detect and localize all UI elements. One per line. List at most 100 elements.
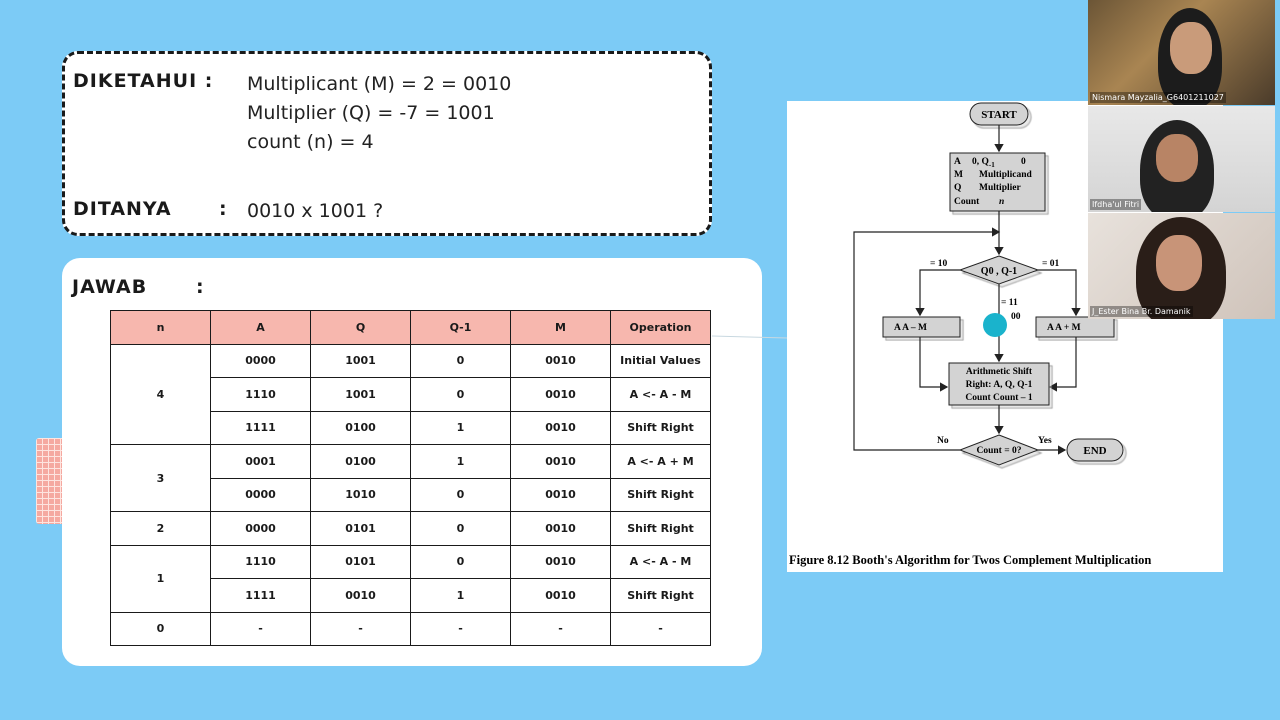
cell-a: 0001 (210, 444, 311, 479)
table-row: 2 0000 0101 0 0010 Shift Right (110, 511, 711, 546)
cell-m: 0010 (510, 410, 611, 445)
participant-video-1[interactable]: Nismara Mayzalia_G6401211027 (1088, 0, 1275, 105)
participant-face (1156, 235, 1202, 291)
table-row: 0 - - - - - (110, 611, 711, 646)
cell-a: 1110 (210, 377, 311, 412)
cell-m: 0010 (510, 511, 611, 546)
box-subtract (882, 316, 961, 338)
cell-operation: A <- A - M (610, 377, 711, 412)
box-subtract-text: A A – M (894, 323, 927, 333)
cell-operation: A <- A + M (610, 444, 711, 479)
cell-operation: A <- A - M (610, 544, 711, 579)
cell-n: 1 (110, 544, 211, 613)
branch-mid-label-2: 00 (1011, 312, 1021, 322)
end-node (1066, 438, 1124, 462)
cell-operation: Shift Right (610, 410, 711, 445)
figure-caption: Figure 8.12 Booth's Algorithm for Twos C… (789, 553, 1151, 567)
start-text: START (981, 109, 1017, 121)
shift-line-1: Arithmetic Shift (966, 367, 1033, 377)
participant-video-2[interactable]: Ifdha'ul Fitri (1088, 106, 1275, 212)
asked-label: DITANYA (73, 198, 172, 220)
asked-colon: : (219, 198, 228, 220)
known-label: DIKETAHUI : (73, 70, 214, 92)
cell-a: 0000 (210, 343, 311, 378)
cell-q: 0010 (310, 578, 411, 613)
cell-q-1: 0 (410, 377, 511, 412)
cell-a: 0000 (210, 511, 311, 546)
participant-name-1: Nismara Mayzalia_G6401211027 (1090, 92, 1226, 103)
cell-n: 2 (110, 511, 211, 546)
shift-line-3: Count Count – 1 (965, 393, 1033, 403)
known-multiplicand: Multiplicant (M) = 2 = 0010 (247, 73, 512, 95)
table-row: 1111 0010 1 0010 Shift Right (111, 578, 711, 613)
booth-table: n A Q Q-1 M Operation 4 0000 1001 0 0010… (110, 310, 711, 646)
cell-q: - (310, 611, 411, 646)
cell-q-1: 1 (410, 578, 511, 613)
box-add-text: A A + M (1047, 323, 1081, 333)
cell-q: 0100 (310, 444, 411, 479)
table-row: 3 0001 0100 1 0010 A <- A + M (110, 444, 711, 512)
asked-value: 0010 x 1001 ? (247, 200, 384, 222)
table-row: 4 0000 1001 0 0010 Initial Values (110, 343, 711, 445)
branch-mid-label: = 11 (1001, 298, 1018, 308)
cell-q-1: 0 (410, 477, 511, 512)
cell-operation: Initial Values (610, 343, 711, 378)
cell-q: 1001 (310, 343, 411, 378)
cell-n: 3 (110, 444, 211, 512)
no-label: No (937, 436, 949, 446)
cell-operation: Shift Right (610, 477, 711, 512)
cell-a: 0000 (210, 477, 311, 512)
header-a: A (210, 310, 311, 345)
cell-q-1: 0 (410, 511, 511, 546)
cell-q-1: 0 (410, 544, 511, 579)
init-box (949, 152, 1046, 212)
decision-text: Q0 , Q-1 (981, 266, 1017, 277)
cell-a: 1111 (210, 578, 311, 613)
cell-q-1: 1 (410, 444, 511, 479)
known-info-box: DIKETAHUI : Multiplicant (M) = 2 = 0010 … (62, 51, 712, 236)
shift-line-2: Right: A, Q, Q-1 (966, 380, 1033, 390)
participant-face (1156, 134, 1198, 182)
known-multiplier: Multiplier (Q) = -7 = 1001 (247, 102, 495, 124)
cell-q-1: 1 (410, 410, 511, 445)
cell-m: 0010 (510, 444, 611, 479)
cell-m: 0010 (510, 578, 611, 613)
header-q-1: Q-1 (410, 310, 511, 345)
cell-q-1: - (410, 611, 511, 646)
header-operation: Operation (610, 310, 711, 345)
table-row: 1 1110 0101 0 0010 A <- A - M (110, 544, 711, 613)
branch-right-label: = 01 (1042, 259, 1060, 269)
participant-name-3: J_Ester Bina Br. Damanik (1090, 306, 1193, 317)
cell-n: 0 (110, 611, 211, 646)
cell-operation: Shift Right (610, 578, 711, 613)
connector-line (712, 335, 789, 339)
cell-q: 1001 (310, 377, 411, 412)
init-line-1: A 0, Q-1 0 (954, 157, 1026, 170)
answer-card: JAWAB : n A Q Q-1 M Operation 4 0000 100… (62, 258, 762, 666)
cell-m: - (510, 611, 611, 646)
cell-a: - (210, 611, 311, 646)
header-n: n (110, 310, 211, 345)
cell-q: 0100 (310, 410, 411, 445)
participant-name-2: Ifdha'ul Fitri (1090, 199, 1142, 210)
cell-q: 0101 (310, 544, 411, 579)
cell-m: 0010 (510, 377, 611, 412)
cell-m: 0010 (510, 343, 611, 378)
header-m: M (510, 310, 611, 345)
cell-m: 0010 (510, 544, 611, 579)
cell-m: 0010 (510, 477, 611, 512)
cell-q: 1010 (310, 477, 411, 512)
cell-q: 0101 (310, 511, 411, 546)
header-q: Q (310, 310, 411, 345)
cell-n: 4 (110, 343, 211, 445)
cell-q-1: 0 (410, 343, 511, 378)
cell-a: 1111 (210, 410, 311, 445)
table-row: 1111 0100 1 0010 Shift Right (111, 410, 711, 445)
cell-operation: - (610, 611, 711, 646)
participant-video-3[interactable]: J_Ester Bina Br. Damanik (1088, 213, 1275, 319)
answer-label: JAWAB (72, 276, 148, 298)
